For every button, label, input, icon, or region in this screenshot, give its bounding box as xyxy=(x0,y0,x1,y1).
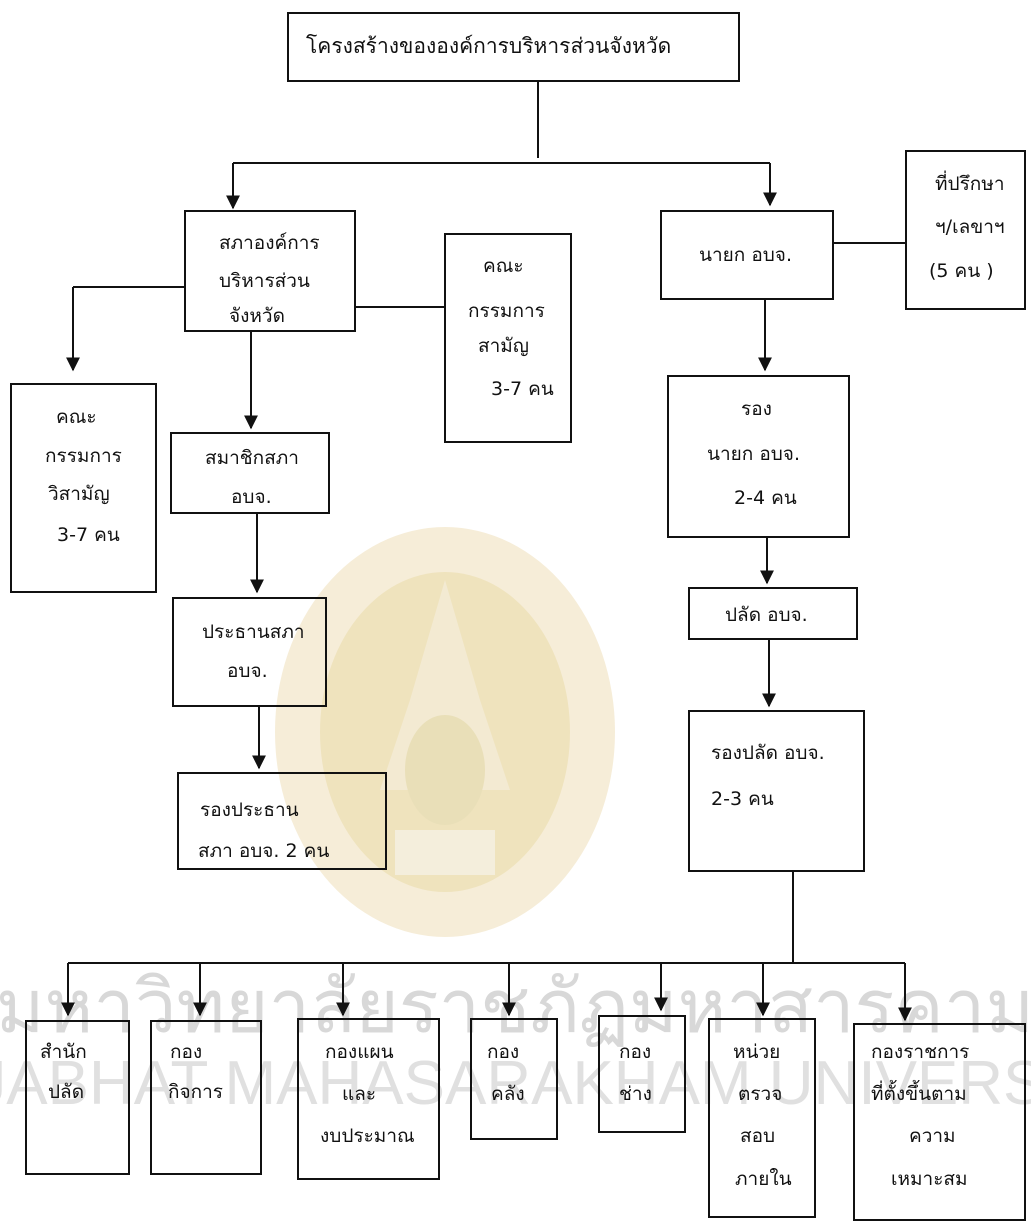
council-vice-president-line-2: สภา อบจ. 2 คน xyxy=(198,840,330,862)
division-box-plan-budget xyxy=(297,1018,440,1180)
advisors-box xyxy=(905,150,1026,310)
ordinary-committee-box xyxy=(444,233,572,443)
permanent-secretary-label: ปลัด อบจ. xyxy=(725,604,808,626)
chief-executive-label: นายก อบจ. xyxy=(699,244,792,266)
division-engineering-line-1: กอง xyxy=(619,1041,652,1063)
council-box xyxy=(184,210,356,332)
ordinary-committee-line-2: กรรมการ xyxy=(468,300,545,322)
division-finance-line-1: กอง xyxy=(487,1041,520,1063)
division-internal-audit-line-1: หน่วย xyxy=(733,1041,781,1063)
deputy-chief-line-1: รอง xyxy=(741,398,772,420)
deputy-secretary-line-1: รองปลัด อบจ. xyxy=(711,742,825,764)
division-engineering-line-2: ช่าง xyxy=(619,1083,652,1105)
ordinary-committee-line-3: สามัญ xyxy=(478,335,529,357)
chief-executive-box xyxy=(660,210,834,300)
extraordinary-committee-line-3: วิสามัญ xyxy=(48,483,110,505)
council-members-box xyxy=(170,432,330,514)
division-other-line-3: ความ xyxy=(909,1125,956,1147)
division-box-finance xyxy=(470,1018,558,1140)
deputy-secretary-line-2: 2-3 คน xyxy=(711,788,774,810)
division-office-line-2: ปลัด xyxy=(48,1081,85,1103)
deputy-chief-line-2: นายก อบจ. xyxy=(707,443,800,465)
division-box-affairs xyxy=(150,1020,262,1175)
division-affairs-line-2: กิจการ xyxy=(168,1081,224,1103)
extraordinary-committee-line-1: คณะ xyxy=(56,406,97,428)
watermark-text-english: RAJABHAT MAHASARAKHAM UNIVERSITY xyxy=(0,1049,1031,1118)
division-box-office xyxy=(25,1020,130,1175)
division-other-line-2: ที่ตั้งขึ้นตาม xyxy=(871,1083,967,1105)
extraordinary-committee-box xyxy=(10,383,157,593)
council-president-box xyxy=(172,597,327,707)
permanent-secretary-box xyxy=(688,587,858,640)
division-plan-budget-line-1: กองแผน xyxy=(325,1041,394,1063)
division-box-internal-audit xyxy=(708,1018,816,1218)
division-office-line-1: สำนัก xyxy=(40,1041,87,1063)
deputy-secretary-box xyxy=(688,710,865,872)
advisors-line-3: (5 คน ) xyxy=(929,260,994,282)
council-vice-president-box xyxy=(177,772,387,870)
division-box-other xyxy=(853,1023,1026,1221)
extraordinary-committee-line-2: กรรมการ xyxy=(45,445,122,467)
ordinary-committee-line-1: คณะ xyxy=(483,255,524,277)
deputy-chief-line-3: 2-4 คน xyxy=(734,487,797,509)
chart-title: โครงสร้างขององค์การบริหารส่วนจังหวัด xyxy=(306,34,672,58)
council-label-line-1: สภาองค์การ xyxy=(219,232,320,254)
division-other-line-1: กองราชการ xyxy=(871,1041,970,1063)
council-label-line-3: จังหวัด xyxy=(229,305,285,327)
deputy-chief-box xyxy=(667,375,850,538)
advisors-line-1: ที่ปรึกษา xyxy=(935,173,1005,195)
council-president-line-1: ประธานสภา xyxy=(202,621,305,643)
university-seal-logo xyxy=(275,527,615,937)
division-finance-line-2: คลัง xyxy=(491,1083,525,1105)
division-affairs-line-1: กอง xyxy=(170,1041,203,1063)
division-internal-audit-line-3: สอบ xyxy=(740,1125,776,1147)
council-label-line-2: บริหารส่วน xyxy=(219,270,310,292)
extraordinary-committee-line-4: 3-7 คน xyxy=(57,524,120,546)
title-box xyxy=(287,12,740,82)
council-vice-president-line-1: รองประธาน xyxy=(200,799,299,821)
advisors-line-2: ฯ/เลขาฯ xyxy=(935,216,1005,238)
division-other-line-4: เหมาะสม xyxy=(891,1168,968,1190)
ordinary-committee-line-4: 3-7 คน xyxy=(491,378,554,400)
council-members-line-2: อบจ. xyxy=(231,486,272,508)
council-president-line-2: อบจ. xyxy=(227,660,268,682)
division-plan-budget-line-2: และ xyxy=(342,1083,377,1105)
division-plan-budget-line-3: งบประมาณ xyxy=(320,1125,415,1147)
division-box-engineering xyxy=(598,1015,686,1133)
council-members-line-1: สมาชิกสภา xyxy=(205,447,299,469)
division-internal-audit-line-4: ภายใน xyxy=(735,1168,792,1190)
division-internal-audit-line-2: ตรวจ xyxy=(738,1083,783,1105)
